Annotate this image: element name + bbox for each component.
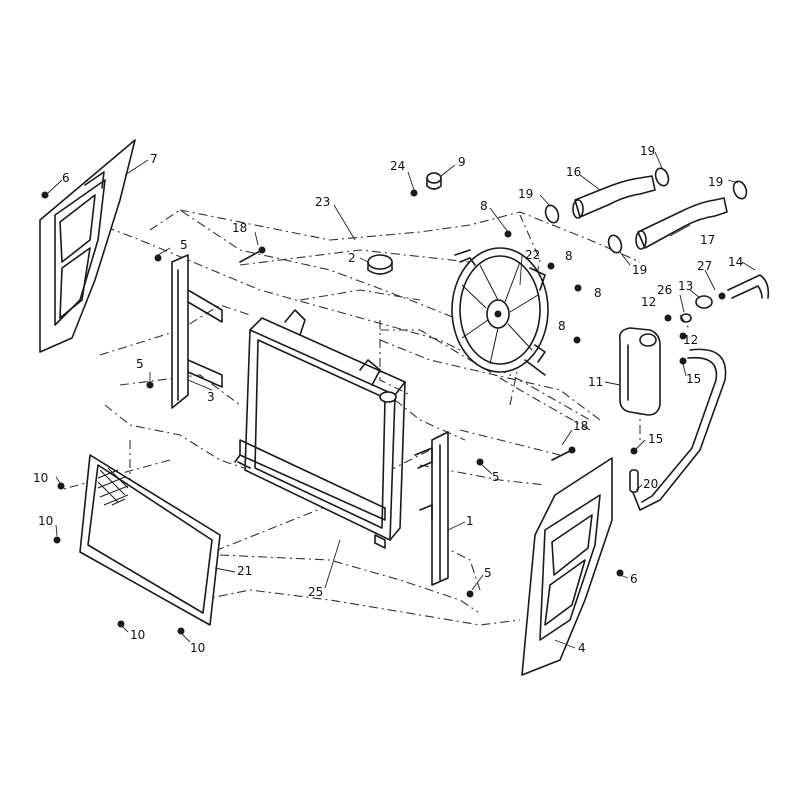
fitting-part-9 (410, 172, 442, 197)
callout-24: 24 (390, 159, 405, 173)
callout-19: 19 (708, 175, 723, 189)
callout-18: 18 (573, 419, 588, 433)
callout-5: 5 (484, 566, 492, 580)
callout-16: 16 (566, 165, 581, 179)
hose-part-16 (572, 175, 656, 219)
callout-5: 5 (180, 238, 188, 252)
callout-21: 21 (237, 564, 252, 578)
callout-8: 8 (480, 199, 488, 213)
callout-8: 8 (594, 286, 602, 300)
callout-10: 10 (130, 628, 145, 642)
left-bracket-part-3 (171, 254, 223, 409)
guard-screen-part-21 (79, 454, 221, 626)
callout-19: 19 (518, 187, 533, 201)
radiator-cap-part-2 (367, 254, 393, 275)
callout-18: 18 (232, 221, 247, 235)
hose-part-14 (727, 274, 770, 299)
callout-6: 6 (630, 572, 638, 586)
callout-6: 6 (62, 171, 70, 185)
callout-12: 12 (683, 333, 698, 347)
callout-1: 1 (466, 514, 474, 528)
callout-25: 25 (308, 585, 323, 599)
callout-10: 10 (38, 514, 53, 528)
callout-27: 27 (697, 259, 712, 273)
cap-assembly-parts-13-26-27 (680, 292, 726, 323)
cooling-fan-part-22 (451, 247, 549, 376)
callout-26: 26 (657, 283, 672, 297)
callout-5: 5 (492, 470, 500, 484)
callout-10: 10 (190, 641, 205, 655)
right-bracket-part-1 (414, 431, 449, 586)
callout-17: 17 (700, 233, 715, 247)
fasteners (41, 191, 687, 635)
callout-7: 7 (150, 152, 158, 166)
hose-clamps-part-19 (544, 167, 748, 254)
assembly-lines (59, 209, 691, 626)
callout-3: 3 (207, 390, 215, 404)
callout-14: 14 (728, 255, 743, 269)
radiator-part-25 (234, 309, 406, 549)
callout-22: 22 (525, 248, 540, 262)
callout-5: 5 (136, 357, 144, 371)
callout-19: 19 (632, 263, 647, 277)
callout-2: 2 (348, 251, 356, 265)
callout-20: 20 (643, 477, 658, 491)
callout-13: 13 (678, 279, 693, 293)
overflow-tube-part-20 (629, 348, 727, 511)
callout-4: 4 (578, 641, 586, 655)
callout-19: 19 (640, 144, 655, 158)
callout-15: 15 (648, 432, 663, 446)
left-shroud-part-7 (39, 139, 136, 353)
callout-11: 11 (588, 375, 603, 389)
leader-lines (47, 151, 756, 649)
callout-8: 8 (558, 319, 566, 333)
right-shroud-part-4 (521, 457, 613, 676)
callout-labels: 6 7 24 9 16 19 19 19 19 23 8 8 8 8 22 17… (33, 144, 743, 655)
reservoir-tank-part-11 (618, 327, 661, 416)
callout-23: 23 (315, 195, 330, 209)
callout-10: 10 (33, 471, 48, 485)
callout-8: 8 (565, 249, 573, 263)
callout-9: 9 (458, 155, 466, 169)
callout-15: 15 (686, 372, 701, 386)
callout-12: 12 (641, 295, 656, 309)
hose-part-17 (635, 197, 728, 250)
